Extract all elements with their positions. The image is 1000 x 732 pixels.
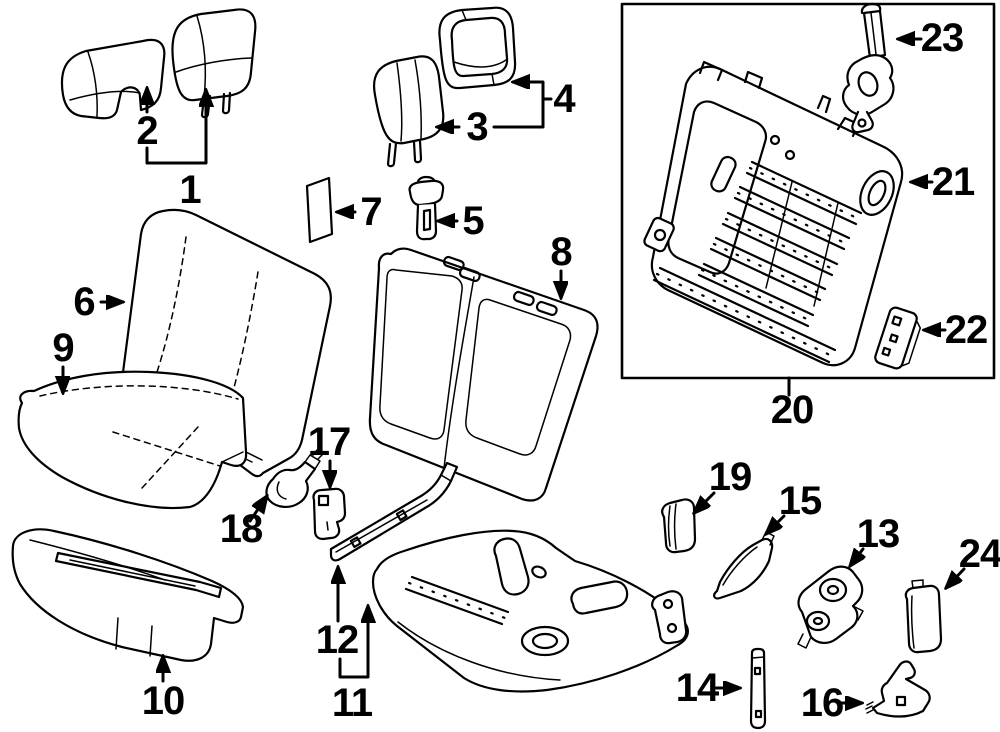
part-18-boot: [265, 449, 324, 508]
callout-9: 9: [52, 326, 74, 370]
callout-16: 16: [800, 681, 844, 725]
callout-15: 15: [778, 479, 822, 523]
callout-1: 1: [179, 168, 201, 212]
part-24-pad: [904, 579, 943, 654]
part-9-cushion-cover: [17, 370, 248, 510]
callout-17: 17: [307, 420, 351, 464]
part-8-seatback-pad: [368, 247, 599, 502]
callout-20: 20: [770, 388, 814, 432]
callout-8: 8: [550, 230, 572, 274]
callout-12: 12: [315, 618, 359, 662]
callout-5: 5: [462, 199, 484, 243]
part-11-seat-frame: [371, 529, 689, 693]
part-23-belt-latch: [842, 2, 895, 134]
callout-19: 19: [708, 455, 752, 499]
part-7-trim-panel: [305, 176, 334, 244]
callout-6: 6: [73, 280, 95, 324]
part-12-side-rail: [329, 461, 459, 562]
part-17-striker: [312, 487, 347, 541]
part-3-headrest: [372, 55, 445, 168]
callout-18: 18: [219, 507, 263, 551]
part-15-cover: [713, 531, 775, 600]
callout-23: 23: [920, 16, 964, 60]
part-1-headrest: [171, 8, 257, 119]
part-19-pad: [661, 498, 697, 554]
callout-2: 2: [136, 109, 158, 153]
callout-24: 24: [958, 532, 1000, 576]
part-14-rod: [749, 647, 767, 730]
part-16-bracket: [865, 660, 931, 718]
part-22-bracket: [874, 306, 922, 370]
part-13-recliner-bracket: [797, 565, 864, 649]
part-10-cushion-pad: [11, 528, 245, 662]
callout-4: 4: [553, 77, 575, 121]
part-20-group-box: [620, 2, 996, 380]
part-4-headrest-bezel: [438, 6, 517, 90]
part-2-headrest: [60, 38, 166, 120]
callout-22: 22: [944, 308, 988, 352]
leader-lines: [63, 39, 966, 703]
callout-21: 21: [931, 160, 975, 204]
part-5-headrest-guide: [408, 175, 445, 241]
callout-3: 3: [466, 105, 488, 149]
part-21-seatback-frame: [643, 60, 904, 367]
callout-13: 13: [856, 512, 900, 556]
callout-11: 11: [331, 681, 373, 725]
callout-14: 14: [675, 666, 719, 710]
callout-7: 7: [360, 190, 382, 234]
callout-10: 10: [141, 679, 185, 723]
